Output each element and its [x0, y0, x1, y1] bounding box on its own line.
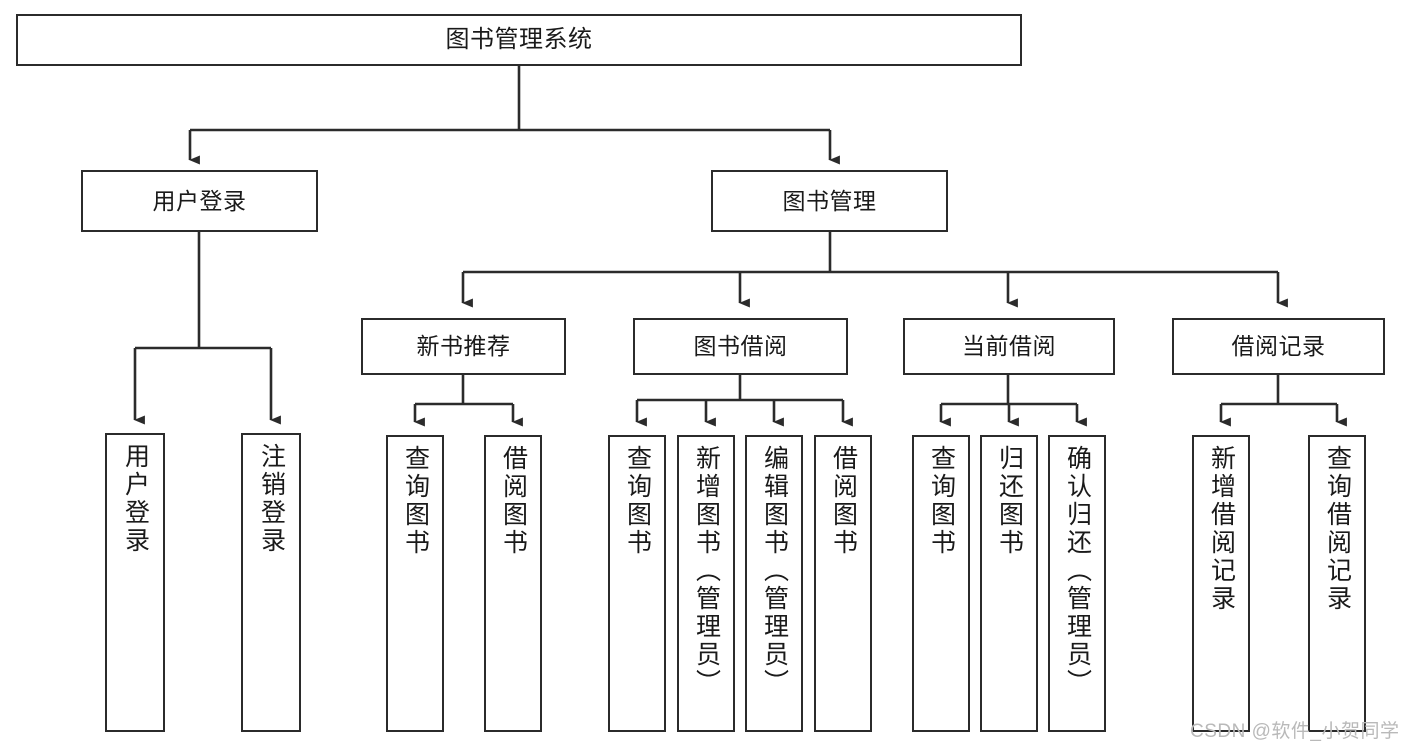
leaf-query-book-current-label: 查询图书 [927, 445, 956, 557]
leaf-confirm-return-admin-label: 确认归还（管理员） [1063, 445, 1092, 697]
leaf-logout[interactable]: 注销登录 [241, 433, 301, 732]
node-borrow-records-label: 借阅记录 [1231, 333, 1326, 360]
leaf-return-book[interactable]: 归还图书 [980, 435, 1038, 732]
leaf-query-borrow-record[interactable]: 查询借阅记录 [1308, 435, 1366, 732]
leaf-query-book-current[interactable]: 查询图书 [912, 435, 970, 732]
leaf-add-borrow-record-label: 新增借阅记录 [1207, 445, 1236, 613]
leaf-add-borrow-record[interactable]: 新增借阅记录 [1192, 435, 1250, 732]
node-root-label: 图书管理系统 [445, 26, 593, 54]
node-new-book-recommend-label: 新书推荐 [416, 333, 511, 360]
leaf-add-book-admin[interactable]: 新增图书（管理员） [677, 435, 735, 732]
leaf-query-borrow-record-label: 查询借阅记录 [1323, 445, 1352, 613]
node-root[interactable]: 图书管理系统 [16, 14, 1022, 66]
leaf-borrow-book-label: 借阅图书 [829, 445, 858, 557]
node-book-management[interactable]: 图书管理 [711, 170, 948, 232]
leaf-query-book-newbook-label: 查询图书 [401, 445, 430, 557]
leaf-borrow-book[interactable]: 借阅图书 [814, 435, 872, 732]
leaf-query-book-newbook[interactable]: 查询图书 [386, 435, 444, 732]
leaf-add-book-admin-label: 新增图书（管理员） [692, 445, 721, 697]
leaf-user-login[interactable]: 用户登录 [105, 433, 165, 732]
node-borrow-records[interactable]: 借阅记录 [1172, 318, 1385, 375]
node-book-borrow-label: 图书借阅 [693, 333, 788, 360]
leaf-confirm-return-admin[interactable]: 确认归还（管理员） [1048, 435, 1106, 732]
node-current-borrow[interactable]: 当前借阅 [903, 318, 1115, 375]
leaf-return-book-label: 归还图书 [995, 445, 1024, 557]
node-new-book-recommend[interactable]: 新书推荐 [361, 318, 566, 375]
node-user-login[interactable]: 用户登录 [81, 170, 318, 232]
leaf-borrow-book-newbook[interactable]: 借阅图书 [484, 435, 542, 732]
leaf-edit-book-admin[interactable]: 编辑图书（管理员） [745, 435, 803, 732]
leaf-edit-book-admin-label: 编辑图书（管理员） [760, 445, 789, 697]
leaf-query-book-borrow[interactable]: 查询图书 [608, 435, 666, 732]
node-current-borrow-label: 当前借阅 [962, 333, 1056, 360]
node-book-borrow[interactable]: 图书借阅 [633, 318, 848, 375]
node-user-login-label: 用户登录 [152, 187, 247, 214]
leaf-borrow-book-newbook-label: 借阅图书 [499, 445, 528, 557]
leaf-user-login-label: 用户登录 [121, 443, 150, 555]
leaf-logout-label: 注销登录 [257, 443, 286, 555]
node-book-management-label: 图书管理 [782, 187, 877, 214]
leaf-query-book-borrow-label: 查询图书 [623, 445, 652, 557]
csdn-watermark: CSDN @软件_小贺同学 [1190, 721, 1400, 742]
